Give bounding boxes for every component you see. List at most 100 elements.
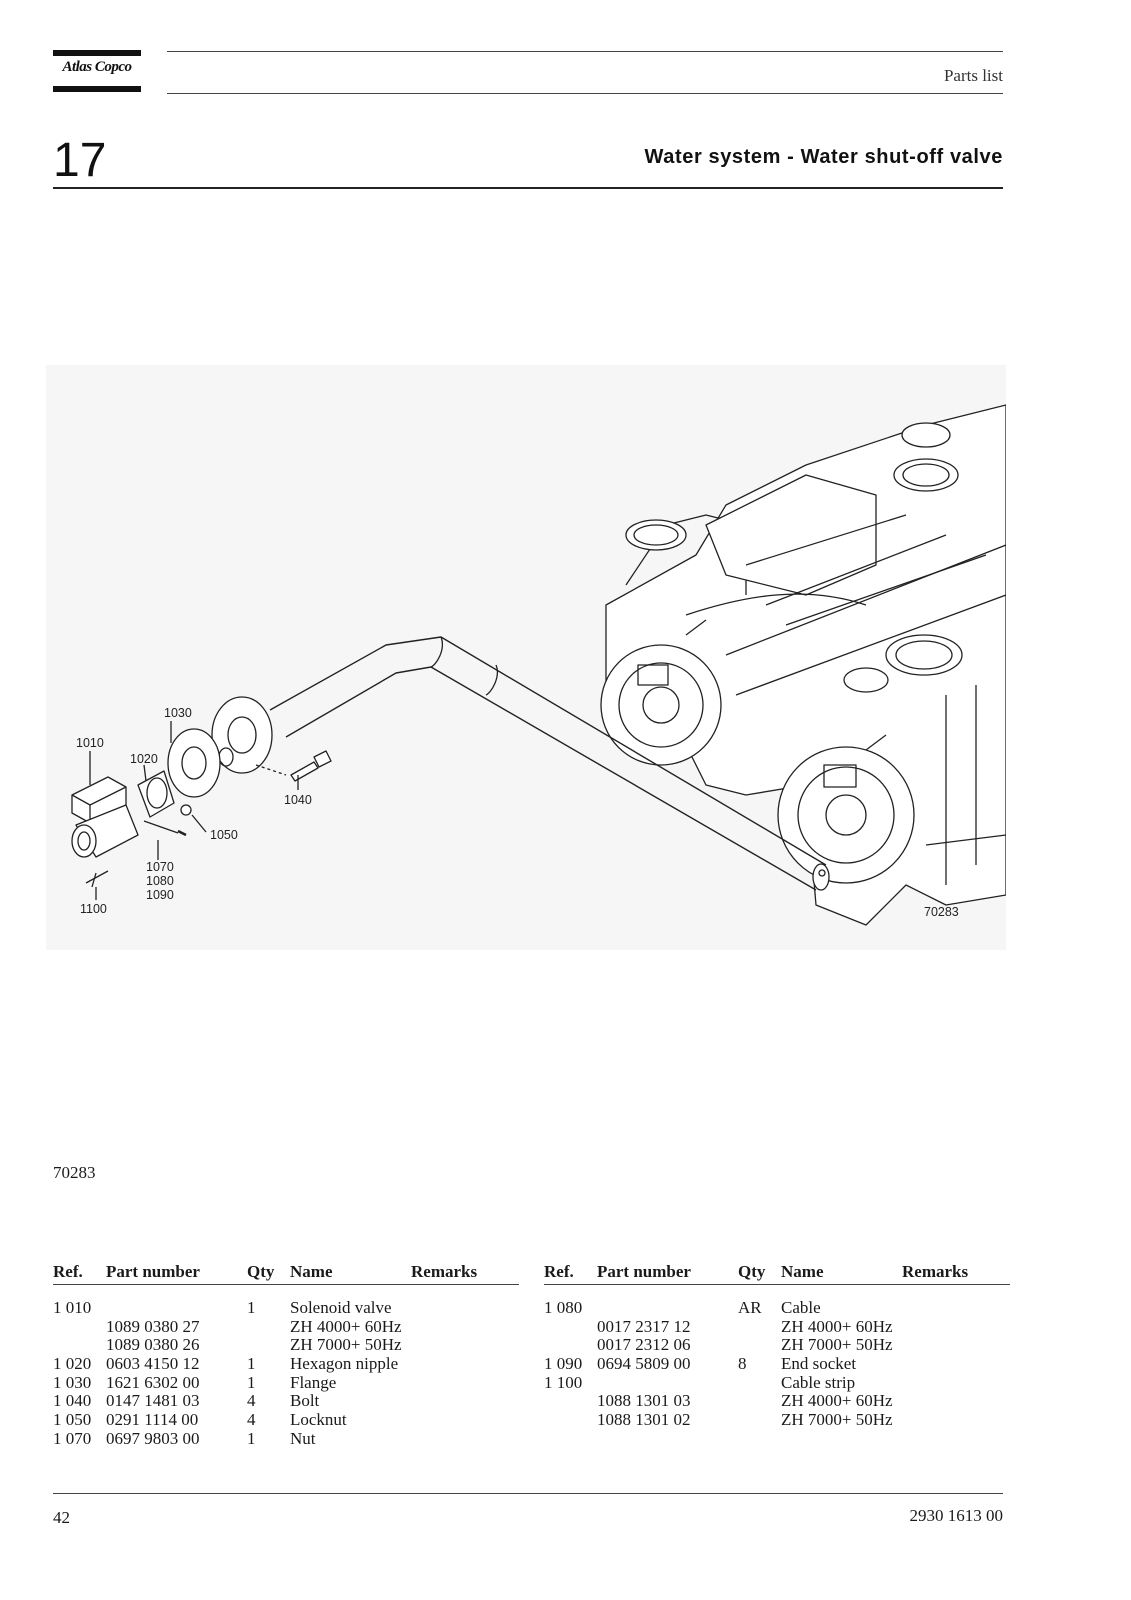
atlas-copco-logo: Atlas Copco	[53, 50, 141, 94]
cell-qty: 1	[247, 1298, 256, 1317]
table-header: Ref. Part number Qty Name Remarks	[53, 1262, 519, 1285]
header-part-number: Part number	[597, 1262, 691, 1281]
table-row: 1 080 AR Cable	[544, 1298, 1010, 1318]
callout-1030: 1030	[164, 706, 192, 720]
table-row: 1 090 0694 5809 00 8 End socket	[544, 1354, 1010, 1374]
exploded-parts-drawing: 1030 1010 1020 1040 1050 1070 1080 1090 …	[46, 365, 1006, 950]
cell-ref: 1 010	[53, 1298, 92, 1317]
table-row: 1 070 0697 9803 00 1 Nut	[53, 1428, 519, 1449]
cell-ref: 1 030	[53, 1372, 92, 1392]
callout-1020: 1020	[130, 752, 158, 766]
page-title: Water system - Water shut-off valve	[644, 146, 1003, 168]
cell-name: Cable strip	[781, 1372, 856, 1392]
callout-1070: 1070	[146, 860, 174, 874]
table-row: 1088 1301 02 ZH 7000+ 50Hz	[544, 1410, 1010, 1430]
table-row: 1 010 1 Solenoid valve	[53, 1298, 519, 1318]
header-rule-bottom	[167, 93, 1003, 94]
cell-name: ZH 4000+ 60Hz	[781, 1316, 893, 1336]
cell-part: 1621 6302 00	[106, 1372, 200, 1392]
title-rule	[53, 187, 1003, 189]
cell-ref: 1 050	[53, 1410, 92, 1430]
header-ref: Ref.	[544, 1262, 574, 1281]
cell-part: 1089 0380 27	[106, 1316, 200, 1336]
cell-qty: 1	[247, 1428, 256, 1448]
header-name: Name	[781, 1262, 824, 1281]
callout-1050: 1050	[210, 828, 238, 842]
footer-rule	[53, 1493, 1003, 1494]
table-row: 1088 1301 03 ZH 4000+ 60Hz	[544, 1392, 1010, 1411]
cell-part: 0603 4150 12	[106, 1354, 200, 1374]
callout-1040: 1040	[284, 793, 312, 807]
header-qty: Qty	[247, 1262, 275, 1281]
table-row: 1 040 0147 1481 03 4 Bolt	[53, 1392, 519, 1411]
table-row: 0017 2317 12 ZH 4000+ 60Hz	[544, 1316, 1010, 1337]
header-part-number: Part number	[106, 1262, 200, 1281]
table-row: 0017 2312 06 ZH 7000+ 50Hz	[544, 1336, 1010, 1355]
cell-qty: AR	[738, 1298, 762, 1317]
table-row: 1 020 0603 4150 12 1 Hexagon nipple	[53, 1354, 519, 1374]
header-remarks: Remarks	[902, 1262, 969, 1281]
header-name: Name	[290, 1262, 333, 1281]
table-header: Ref. Part number Qty Name Remarks	[544, 1262, 1010, 1285]
cell-ref: 1 090	[544, 1354, 583, 1374]
cell-qty: 1	[247, 1354, 256, 1374]
table-row: 1089 0380 27 ZH 4000+ 60Hz	[53, 1316, 519, 1337]
cell-part: 0694 5809 00	[597, 1354, 691, 1374]
cell-part: 1088 1301 03	[597, 1391, 691, 1411]
cell-name: Locknut	[290, 1410, 347, 1430]
cell-part: 0697 9803 00	[106, 1428, 200, 1448]
cell-name: ZH 7000+ 50Hz	[290, 1335, 402, 1355]
header-rule-top	[167, 51, 1003, 52]
page-number: 42	[53, 1508, 70, 1527]
drawing-figure-id: 70283	[924, 905, 959, 919]
cell-qty: 4	[247, 1410, 256, 1430]
callout-1090: 1090	[146, 888, 174, 902]
cell-name: Bolt	[290, 1391, 320, 1411]
table-row: 1089 0380 26 ZH 7000+ 50Hz	[53, 1336, 519, 1355]
cell-name: Solenoid valve	[290, 1298, 392, 1317]
cell-part: 1089 0380 26	[106, 1335, 200, 1355]
drawing-svg: 1030 1010 1020 1040 1050 1070 1080 1090 …	[71, 404, 1006, 926]
chapter-number: 17	[53, 134, 107, 187]
table-body: 1 080 AR Cable 0017 2317 12 ZH 4000+ 60Hz 0…	[544, 1298, 1010, 1430]
cell-part: 1088 1301 02	[597, 1410, 691, 1430]
parts-table-right: Ref. Part number Qty Name Remarks 1 080 A…	[544, 1262, 1010, 1430]
table-row: 1 030 1621 6302 00 1 Flange	[53, 1372, 519, 1393]
cell-name: ZH 4000+ 60Hz	[781, 1391, 893, 1411]
table-row: 1 050 0291 1114 00 4 Locknut	[53, 1410, 519, 1430]
cell-name: Flange	[290, 1372, 337, 1392]
figure-reference: 70283	[53, 1163, 96, 1182]
cell-part: 0017 2312 06	[597, 1335, 691, 1355]
cell-ref: 1 020	[53, 1354, 92, 1374]
cell-name: End socket	[781, 1354, 857, 1374]
cell-qty: 4	[247, 1391, 256, 1411]
cell-ref: 1 080	[544, 1298, 583, 1317]
table-row: 1 100 Cable strip	[544, 1372, 1010, 1393]
cell-part: 0017 2317 12	[597, 1316, 691, 1336]
table-body: 1 010 1 Solenoid valve 1089 0380 27 ZH 4000…	[53, 1298, 519, 1449]
callout-1100: 1100	[80, 902, 107, 916]
logo-bar-top	[53, 50, 141, 56]
header-ref: Ref.	[53, 1262, 83, 1281]
header-qty: Qty	[738, 1262, 766, 1281]
cell-part: 0291 1114 00	[106, 1410, 199, 1430]
header-remarks: Remarks	[411, 1262, 478, 1281]
cell-qty: 8	[738, 1354, 747, 1374]
header-label: Parts list	[943, 66, 1003, 85]
cell-name: ZH 7000+ 50Hz	[781, 1410, 893, 1430]
cell-name: ZH 4000+ 60Hz	[290, 1316, 402, 1336]
cell-name: Nut	[290, 1428, 316, 1448]
logo-bar-bottom	[53, 86, 141, 92]
callout-1080: 1080	[146, 874, 174, 888]
cell-name: Hexagon nipple	[290, 1354, 399, 1374]
document-number: 2930 1613 00	[909, 1506, 1004, 1525]
cell-name: ZH 7000+ 50Hz	[781, 1335, 893, 1355]
logo-wordmark: Atlas Copco	[62, 59, 132, 75]
cell-ref: 1 100	[544, 1372, 583, 1392]
cell-qty: 1	[247, 1372, 256, 1392]
cell-part: 0147 1481 03	[106, 1391, 200, 1411]
cell-name: Cable	[781, 1298, 821, 1317]
cell-ref: 1 040	[53, 1391, 92, 1411]
cell-ref: 1 070	[53, 1428, 92, 1448]
